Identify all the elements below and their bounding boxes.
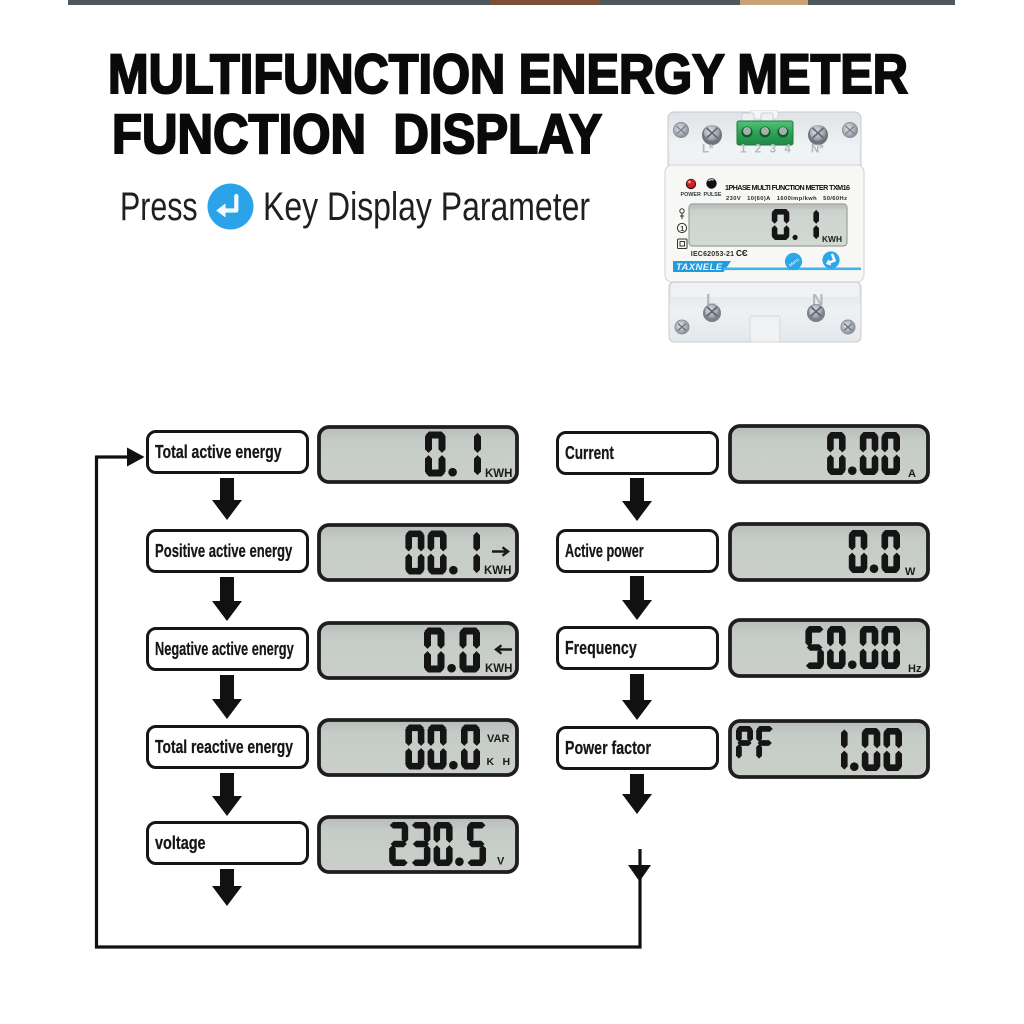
svg-text:Hz: Hz (908, 663, 922, 675)
svg-text:1PHASE MULTI FUNCTION METER T: 1PHASE MULTI FUNCTION METER TXM16 (725, 183, 850, 192)
svg-text:L: L (706, 292, 716, 309)
svg-text:PULSE: PULSE (704, 192, 722, 198)
svg-text:V: V (497, 856, 505, 868)
svg-text:230V 10(60)A 1600imp/kwh: 230V 10(60)A 1600imp/kwh 50/60Hz (726, 196, 847, 202)
svg-text:KWH: KWH (484, 565, 511, 577)
svg-text:CЄ: CЄ (736, 249, 748, 258)
svg-text:1234: 1234 (740, 144, 799, 156)
svg-text:KWH: KWH (822, 234, 842, 244)
svg-text:1: 1 (680, 226, 684, 233)
svg-text:L*: L* (702, 144, 714, 156)
svg-text:W: W (905, 566, 916, 578)
svg-text:Menu: Menu (788, 257, 800, 268)
svg-text:KWH: KWH (485, 663, 512, 675)
svg-text:KWH: KWH (485, 468, 512, 480)
svg-text:VAR: VAR (487, 733, 509, 745)
svg-text:N*: N* (811, 144, 824, 156)
svg-text:A: A (908, 468, 916, 480)
svg-text:POWER: POWER (681, 192, 701, 198)
svg-text:H: H (503, 756, 511, 768)
svg-text:IEC62053-21: IEC62053-21 (691, 251, 734, 258)
svg-text:TAXNELE: TAXNELE (676, 262, 723, 273)
svg-text:N: N (812, 292, 824, 309)
svg-text:K: K (487, 756, 495, 768)
